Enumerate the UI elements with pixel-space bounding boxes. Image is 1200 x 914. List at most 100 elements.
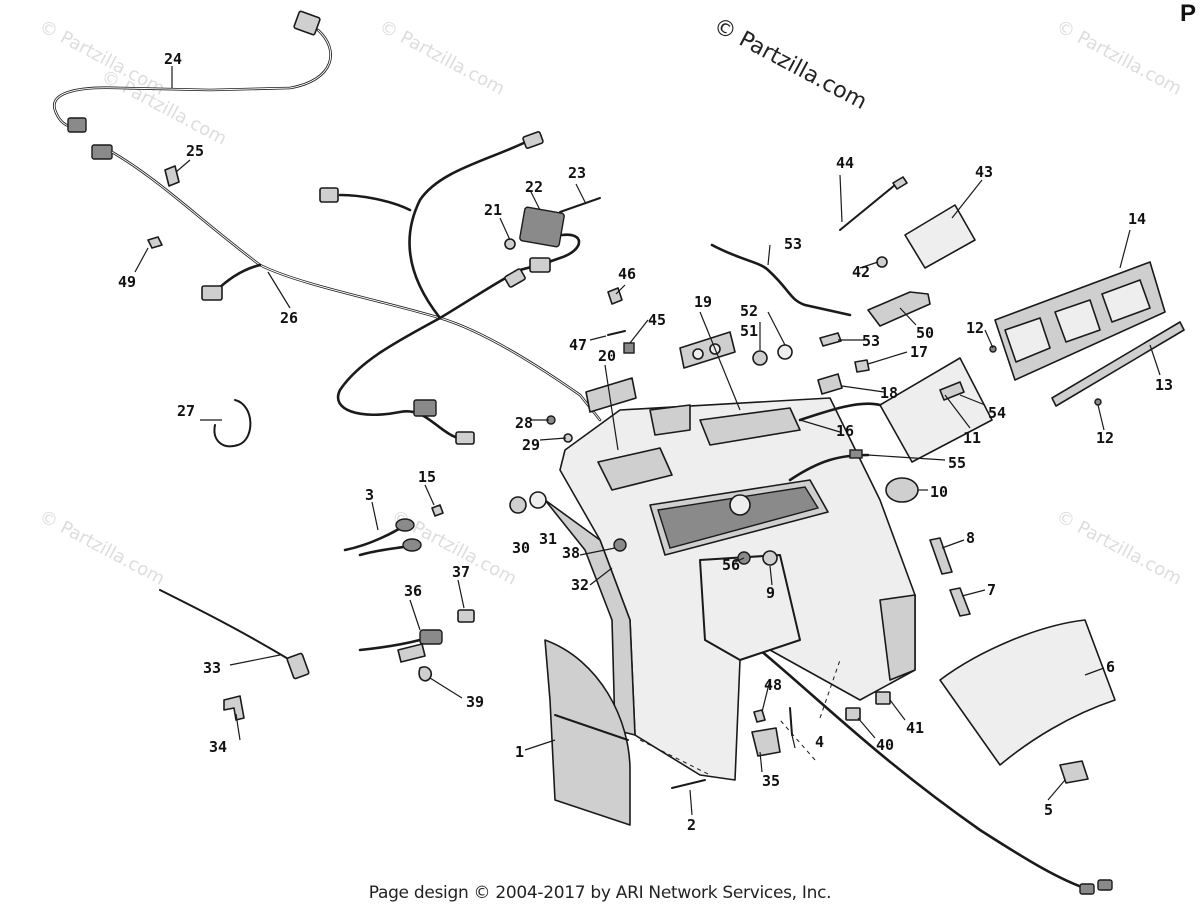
console-panel-window — [657, 486, 820, 549]
callout-51: 51 — [740, 322, 758, 340]
bolt-23 — [559, 197, 601, 213]
callout-54: 54 — [988, 404, 1006, 422]
harness-plug-right — [504, 268, 526, 288]
callout-44: 44 — [836, 154, 854, 172]
harness-plug-49 — [201, 285, 223, 301]
callout-14: 14 — [1128, 210, 1146, 228]
pin-4 — [789, 707, 793, 736]
callout-30: 30 — [512, 539, 530, 557]
rod-44 — [839, 184, 896, 231]
screw-12-upper — [989, 345, 997, 353]
callout-53a: 53 — [784, 235, 802, 253]
callout-19: 19 — [694, 293, 712, 311]
rod-44-end — [892, 176, 908, 190]
gauge-window-c — [1101, 279, 1151, 323]
cable-33 — [159, 589, 291, 661]
callout-12a: 12 — [966, 319, 984, 337]
callout-labels: 1 2 3 4 5 6 7 8 9 10 11 12 12 13 14 15 1… — [118, 50, 1173, 834]
callout-1: 1 — [515, 743, 524, 761]
callout-10: 10 — [930, 483, 948, 501]
wiring-harness — [52, 10, 1113, 895]
nut-17 — [854, 359, 870, 373]
lead-16 — [798, 402, 882, 422]
harness-plug-end — [455, 431, 475, 445]
bezel-19 — [679, 331, 736, 369]
watermark-mid-left: © Partzilla.com — [36, 506, 169, 590]
callout-17: 17 — [910, 343, 928, 361]
harness-branch-mid — [338, 193, 412, 212]
callout-8: 8 — [966, 529, 975, 547]
gauge-window-b — [1054, 299, 1101, 343]
callout-21: 21 — [484, 201, 502, 219]
harness-plug-upper — [522, 131, 544, 149]
callout-22: 22 — [525, 178, 543, 196]
callout-18: 18 — [880, 384, 898, 402]
plug-38 — [613, 538, 627, 552]
nut-9 — [762, 550, 778, 566]
nut-51 — [752, 350, 768, 366]
cable-33-end — [286, 652, 310, 680]
callout-49: 49 — [118, 273, 136, 291]
harness-long-lead-terminal-a — [1079, 883, 1095, 895]
nut-42 — [876, 256, 888, 268]
knob-10 — [885, 477, 919, 503]
washer-47 — [607, 330, 626, 336]
lead-55-terminal — [849, 449, 863, 459]
bracket-35 — [751, 727, 781, 757]
callout-9: 9 — [766, 584, 775, 602]
callout-46: 46 — [618, 265, 636, 283]
regulator-plug — [529, 257, 551, 273]
callout-2: 2 — [687, 816, 696, 834]
console-side-right — [879, 594, 916, 681]
callout-27: 27 — [177, 402, 195, 420]
clamp-ring-27 — [213, 399, 252, 448]
switch-18 — [817, 373, 843, 395]
switch-50 — [867, 291, 931, 327]
callout-53b: 53 — [862, 332, 880, 350]
harness-branch-upper — [408, 138, 532, 320]
harness-connector-left-b — [91, 144, 113, 160]
callout-23: 23 — [568, 164, 586, 182]
callout-32: 32 — [571, 576, 589, 594]
gauge-43 — [904, 204, 976, 269]
console-gauge-hole — [729, 494, 751, 516]
connector-53b — [819, 332, 842, 347]
bracket-7 — [949, 587, 971, 617]
side-panel-1-edge — [554, 714, 629, 741]
callout-4: 4 — [815, 733, 824, 751]
watermark-top-right: © Partzilla.com — [1053, 16, 1186, 100]
callout-34: 34 — [209, 738, 227, 756]
callout-28: 28 — [515, 414, 533, 432]
pad-41 — [875, 691, 891, 705]
harness-plug-mid — [319, 187, 339, 203]
clip-34 — [223, 695, 245, 721]
nut-30 — [509, 496, 527, 514]
strip-13 — [1051, 321, 1185, 407]
watermark-top-center: © Partzilla.com — [376, 16, 509, 100]
gauge-window-a — [1004, 317, 1051, 363]
watermark-main: © Partzilla.com — [709, 13, 871, 115]
callout-48: 48 — [764, 676, 782, 694]
callout-52: 52 — [740, 302, 758, 320]
pad-40 — [845, 707, 861, 721]
harness-branch-down — [336, 316, 472, 442]
callout-35: 35 — [762, 772, 780, 790]
harness-long-lead — [758, 648, 1092, 892]
panel-11 — [879, 357, 993, 463]
regulator-lead — [538, 233, 581, 267]
socket-3b — [402, 538, 422, 552]
washer-52 — [777, 344, 793, 360]
lamp-37 — [457, 609, 475, 623]
washer-31 — [529, 491, 547, 509]
bracket-8 — [929, 537, 953, 575]
callout-5: 5 — [1044, 801, 1053, 819]
grommet-39 — [418, 666, 433, 682]
console-pod-mid — [699, 407, 801, 446]
harness-connector-left-a — [67, 117, 87, 133]
callout-20: 20 — [598, 347, 616, 365]
footer-copyright: Page design © 2004-2017 by ARI Network S… — [368, 883, 832, 903]
callout-3: 3 — [365, 486, 374, 504]
cable-53 — [710, 243, 852, 317]
callout-31: 31 — [539, 530, 557, 548]
